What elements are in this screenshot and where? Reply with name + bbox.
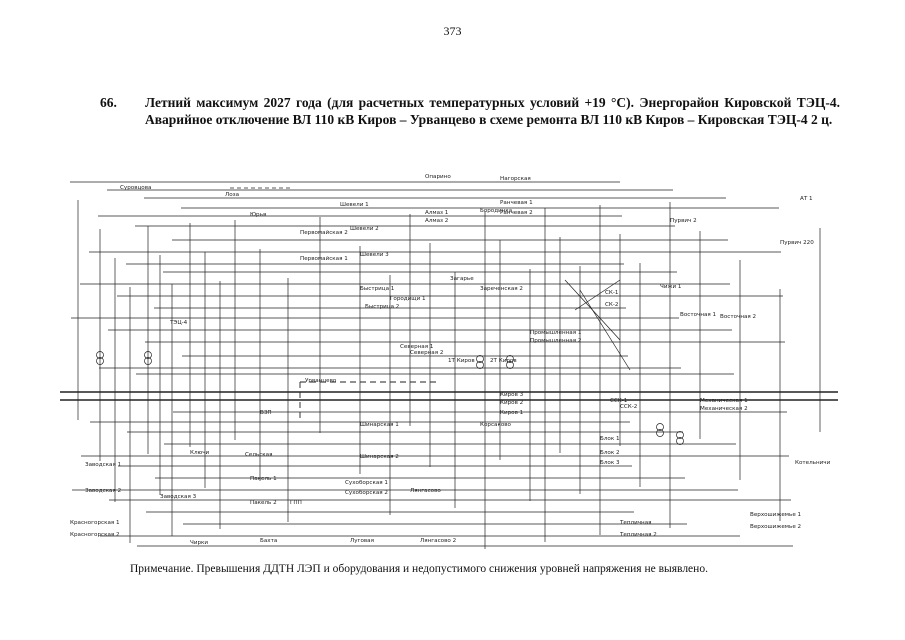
substation-label: ВЗП <box>260 410 272 416</box>
transformer-symbol <box>656 423 664 431</box>
substation-label: Урванцево <box>305 378 337 384</box>
transformer-symbol <box>476 361 484 369</box>
substation-label: Быстрица 2 <box>365 304 400 310</box>
substation-label: Ранчевая 2 <box>500 210 533 216</box>
grid-line <box>579 289 631 371</box>
substation-label: Лянгасово 2 <box>420 538 457 544</box>
substation-label: Зареченская 2 <box>480 286 523 292</box>
substation-label: Киров 3 <box>500 392 524 398</box>
substation-label: Быстрица 1 <box>360 286 395 292</box>
substation-label: Восточная 1 <box>680 312 717 318</box>
substation-label: Корсаково <box>480 422 511 428</box>
substation-label: Киров 1 <box>500 410 524 416</box>
substation-label: Верхошижемье 2 <box>750 524 802 530</box>
page-number: 373 <box>443 24 462 38</box>
transformer-symbol <box>96 357 104 365</box>
substation-label: Промышленная 2 <box>530 338 582 344</box>
substation-label: СК-1 <box>605 290 619 296</box>
substation-label: Красногорская 2 <box>70 532 120 538</box>
substation-label: Сельская <box>245 452 273 458</box>
substation-label: Пакель 2 <box>250 500 277 506</box>
substation-label: Бахта <box>260 538 278 544</box>
substation-label: Шинарская 1 <box>360 422 399 428</box>
substation-label: Нагорская <box>500 176 531 182</box>
substation-label: Опарино <box>425 174 451 180</box>
substation-label: Промышленная 1 <box>530 330 582 336</box>
substation-label: ССК-2 <box>620 404 638 410</box>
substation-label: АТ 1 <box>800 196 813 202</box>
substation-label: Верхошижемье 1 <box>750 512 802 518</box>
substation-label: ГПП <box>290 500 302 506</box>
substation-label: Бородинка <box>480 208 513 214</box>
substation-label: Загарье <box>450 276 474 282</box>
transformer-symbol <box>144 351 152 359</box>
grid-lines <box>60 181 838 549</box>
substation-label: Шинарская 2 <box>360 454 399 460</box>
substation-label: Шевели 2 <box>350 226 379 232</box>
transformer-symbol <box>96 351 104 359</box>
substation-label: Ключи <box>190 450 210 456</box>
substation-label: ТЭЦ-4 <box>170 320 188 326</box>
footnote: Примечание. Превышения ДДТН ЛЭП и оборуд… <box>130 563 708 575</box>
substation-label: Северная 2 <box>410 350 444 356</box>
substation-label: Механическая 1 <box>700 398 748 404</box>
substation-label: Городищи 1 <box>390 296 426 302</box>
substation-label: Тепличная <box>620 520 652 526</box>
transformer-symbol <box>144 357 152 365</box>
substation-label: ССК-1 <box>610 398 628 404</box>
substation-label: Первомайская 1 <box>300 256 348 262</box>
substation-label: Красногорская 1 <box>70 520 120 526</box>
substation-label: Первомайская 2 <box>300 230 348 236</box>
transformer-symbol <box>676 437 684 445</box>
substation-label: Чирки <box>190 540 209 546</box>
substation-label: Пурвич 2 <box>670 218 697 224</box>
substation-label: 2Т Киров <box>490 358 517 364</box>
substation-label: Заводская 1 <box>85 462 122 468</box>
transformer-symbol <box>476 355 484 363</box>
substation-label: Лоза <box>225 192 240 198</box>
substation-label: Котельничи <box>795 460 831 466</box>
substation-label: Сухоборская 2 <box>345 490 388 496</box>
substation-label: Чижи 1 <box>660 284 682 290</box>
substation-label: Луговая <box>350 538 374 544</box>
substation-label: Лянгасово <box>410 488 441 494</box>
substation-label: Механическая 2 <box>700 406 748 412</box>
transformer-symbol <box>506 355 514 363</box>
transformer-symbol <box>676 431 684 439</box>
substation-label: Пакель 1 <box>250 476 277 482</box>
substation-label: Восточная 2 <box>720 314 757 320</box>
substation-label: Тепличная 2 <box>620 532 657 538</box>
substation-label: Суровцова <box>120 185 152 191</box>
transformer-symbol <box>656 429 664 437</box>
substation-label: Блок 3 <box>600 460 620 466</box>
section-title: Летний максимум 2027 года (для расчетных… <box>145 95 840 127</box>
substation-label: Ранчевая 1 <box>500 200 533 206</box>
substation-label: Алмаз 1 <box>425 210 449 216</box>
transformer-symbol <box>506 361 514 369</box>
substation-label: 1Т Киров <box>448 358 475 364</box>
substation-label: Блок 1 <box>600 436 620 442</box>
substation-label: Сухоборская 1 <box>345 480 388 486</box>
substation-label: Пурвич 220 <box>780 240 814 246</box>
grid-line <box>574 279 621 311</box>
substation-label: Заводская 3 <box>160 494 197 500</box>
section-number: 66. <box>100 95 117 110</box>
substation-label: Северная 1 <box>400 344 434 350</box>
substation-label: Юрья <box>250 212 267 218</box>
substation-label: Блок 2 <box>600 450 620 456</box>
substation-label: Киров 2 <box>500 400 524 406</box>
substation-label: Шевели 1 <box>340 202 369 208</box>
substation-label: Алмаз 2 <box>425 218 449 224</box>
substation-label: Шевели 3 <box>360 252 389 258</box>
section-heading: 66. Летний максимум 2027 года (для расче… <box>100 94 840 128</box>
substation-label: СК-2 <box>605 302 619 308</box>
substation-label: Заводская 2 <box>85 488 122 494</box>
